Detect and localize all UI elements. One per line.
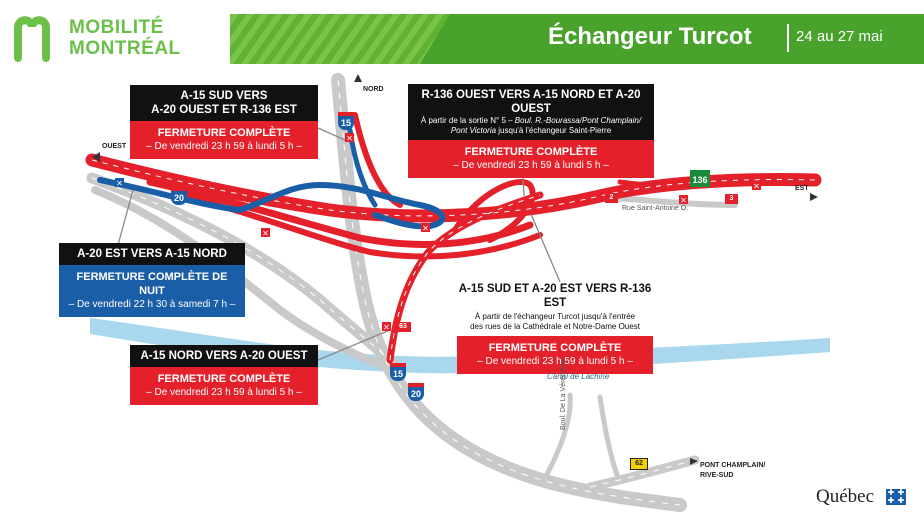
callout-a15-sud-a20-est: A-15 SUD ET A-20 EST VERS R-136 EST À pa… [457,282,653,374]
callout-header: R-136 OUEST VERS A-15 NORD ET A-20 OUEST… [408,84,654,140]
label-est: EST [795,185,809,192]
label-pont-champlain-1: PONT CHAMPLAIN/ [700,462,766,469]
closure-period: – De vendredi 22 h 30 à samedi 7 h – [68,299,236,310]
closure-type: FERMETURE COMPLÈTE DE NUIT [76,271,228,297]
closed-road-lanes [91,159,816,361]
callout-title: A-15 NORD VERS A-20 OUEST [140,350,308,362]
svg-text:✕: ✕ [262,229,269,238]
quebec-flag-icon: ✚ ✚ ✚ ✚ [886,488,906,505]
svg-text:✕: ✕ [346,134,353,143]
callout-desc-line1: À partir de l'échangeur Turcot jusqu'à l… [474,312,636,321]
callout-body: FERMETURE COMPLÈTE – De vendredi 23 h 59… [408,140,654,178]
svg-text:✕: ✕ [383,323,390,332]
subtitle-prefix: À partir de la sortie N° 5 – [420,116,515,125]
exit-3-sign: 3 [725,194,738,204]
callout-a15-nord: A-15 NORD VERS A-20 OUEST FERMETURE COMP… [130,345,318,405]
label-rue-st-antoine: Rue Saint-Antoine O. [622,205,689,212]
subtitle-italic-2: Pont Victoria [450,126,497,135]
svg-text:✕: ✕ [422,224,429,233]
i15-shield-bottom: 15 [390,363,406,381]
label-nord: NORD [363,86,384,93]
date-range: 24 au 27 mai [796,28,883,45]
closure-period: – De vendredi 23 h 59 à lundi 5 h – [146,141,302,152]
exit-2-sign: 2 [605,193,618,203]
page-title: Échangeur Turcot [548,23,752,50]
callout-title: A-15 SUD ET A-20 EST VERS R-136 EST [458,283,652,309]
callout-subtitle-line2: Pont Victoria jusqu'à l'échangeur Saint-… [412,126,650,136]
callout-header: A-15 SUD ET A-20 EST VERS R-136 EST À pa… [457,282,653,336]
callout-title: A-20 EST VERS A-15 NORD [77,248,227,260]
callout-header: A-15 SUD VERS A-20 OUEST ET R-136 EST [130,85,318,121]
callout-r136-ouest: R-136 OUEST VERS A-15 NORD ET A-20 OUEST… [408,84,654,178]
quebec-wordmark: Québec [816,486,875,507]
closure-type: FERMETURE COMPLÈTE [464,146,598,158]
direction-arrows [92,74,818,465]
callout-a15-sud: A-15 SUD VERS A-20 OUEST ET R-136 EST FE… [130,85,318,159]
closure-period: – De vendredi 23 h 59 à lundi 5 h – [146,387,302,398]
closure-period: – De vendredi 23 h 59 à lundi 5 h – [453,160,609,171]
logo: MOBILITÉ MONTRÉAL [14,14,184,64]
callout-a20-est: A-20 EST VERS A-15 NORD FERMETURE COMPLÈ… [59,243,245,317]
callout-header: A-20 EST VERS A-15 NORD [59,243,245,265]
callout-desc-line2: des rues de la Cathédrale et Notre-Dame … [470,322,640,331]
callout-body: FERMETURE COMPLÈTE DE NUIT – De vendredi… [59,265,245,317]
svg-text:✕: ✕ [680,196,687,205]
i20-shield-bottom: 20 [408,383,424,401]
title-separator [787,24,789,52]
svg-text:✕: ✕ [753,182,760,191]
logo-line-2: MONTRÉAL [69,38,181,59]
label-ouest: OUEST [102,143,127,150]
label-pont-champlain-2: RIVE-SUD [700,472,734,479]
closure-period: – De vendredi 23 h 59 à lundi 5 h – [477,356,633,367]
i20-shield: 20 [171,187,187,205]
callout-title-line2: A-20 OUEST ET R-136 EST [151,104,297,116]
callout-body: FERMETURE COMPLÈTE – De vendredi 23 h 59… [130,121,318,159]
mobilite-logo-mark [14,16,50,62]
label-boul-verendrye: Boul. De La Vérendrye [560,359,567,430]
label-canal: Canal de Lachine [547,372,610,381]
logo-line-1: MOBILITÉ [69,17,164,38]
closure-markers: ✕ ✕ ✕ ✕ ✕ ✕ ✕ [115,133,761,332]
exit-63-sign: 63 [395,322,411,332]
callout-body: FERMETURE COMPLÈTE – De vendredi 23 h 59… [130,367,318,405]
subtitle-italic: Boul. R.-Bourassa/Pont Champlain/ [514,116,642,125]
subtitle-suffix: jusqu'à l'échangeur Saint-Pierre [496,126,612,135]
callout-subtitle-line1: À partir de la sortie N° 5 – Boul. R.-Bo… [412,116,650,126]
svg-text:✕: ✕ [116,179,123,188]
i15-shield: 15 [338,112,354,130]
callout-body: FERMETURE COMPLÈTE – De vendredi 23 h 59… [457,336,653,374]
closure-type: FERMETURE COMPLÈTE [488,342,622,354]
r136-shield: 136 [690,170,710,187]
callout-header: A-15 NORD VERS A-20 OUEST [130,345,318,367]
closure-type: FERMETURE COMPLÈTE [157,373,291,385]
header-band-solid [420,14,924,64]
exit-62-sign: 62 [630,458,648,470]
closure-type: FERMETURE COMPLÈTE [157,127,291,139]
callout-title: R-136 OUEST VERS A-15 NORD ET A-20 OUEST [421,89,641,115]
callout-title-line1: A-15 SUD VERS [180,90,268,102]
